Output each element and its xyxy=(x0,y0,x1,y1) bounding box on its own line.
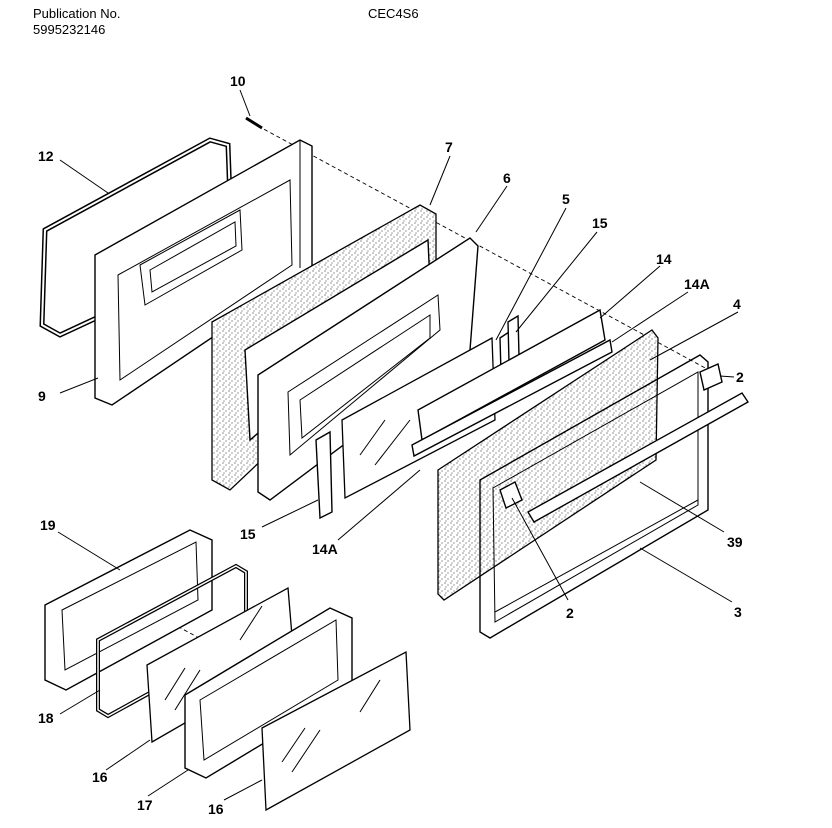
part-3-door-frame xyxy=(479,354,709,639)
part-14A-strip xyxy=(411,338,613,458)
callout-6: 6 xyxy=(503,170,511,186)
publication-number: 5995232146 xyxy=(33,22,106,37)
callout-4: 4 xyxy=(733,296,741,312)
callout-3: 3 xyxy=(734,604,742,620)
model-number: CEC4S6 xyxy=(368,6,419,21)
callout-39: 39 xyxy=(727,534,743,550)
callout-14: 14 xyxy=(656,251,672,267)
callout-12: 12 xyxy=(38,148,54,164)
callout-15-bottom: 15 xyxy=(240,526,256,542)
callout-15-top: 15 xyxy=(592,215,608,231)
callout-14A-top: 14A xyxy=(684,276,710,292)
callout-2-bottom: 2 xyxy=(566,605,574,621)
callout-5: 5 xyxy=(562,191,570,207)
part-15-left-bracket xyxy=(315,430,333,520)
callout-19: 19 xyxy=(40,517,56,533)
part-9-inner-liner xyxy=(94,139,313,406)
part-39-handle xyxy=(527,392,750,523)
publication-label: Publication No. xyxy=(33,6,121,21)
callout-16-lower: 16 xyxy=(208,801,224,817)
callout-9: 9 xyxy=(38,388,46,404)
part-2-end-cap-left xyxy=(499,481,523,509)
callout-14A-bottom: 14A xyxy=(312,541,338,557)
callout-10: 10 xyxy=(230,73,246,89)
part-10-screw xyxy=(245,116,263,130)
callout-18: 18 xyxy=(38,710,54,726)
leader-lines xyxy=(57,89,739,801)
part-16-glass-lower xyxy=(261,650,411,812)
callout-16-upper: 16 xyxy=(92,769,108,785)
part-19-drawer-frame xyxy=(44,529,213,691)
callout-labels: 10 12 7 6 5 15 14 14A 4 2 9 15 14A 39 2 … xyxy=(38,73,744,817)
part-14-panel xyxy=(417,308,606,442)
part-6-inner-frame xyxy=(257,237,479,501)
part-2-end-cap-right xyxy=(699,363,723,391)
callout-2-right: 2 xyxy=(736,369,744,385)
callout-17: 17 xyxy=(137,797,153,813)
callout-7: 7 xyxy=(445,139,453,155)
part-4-outer-panel xyxy=(437,329,659,601)
